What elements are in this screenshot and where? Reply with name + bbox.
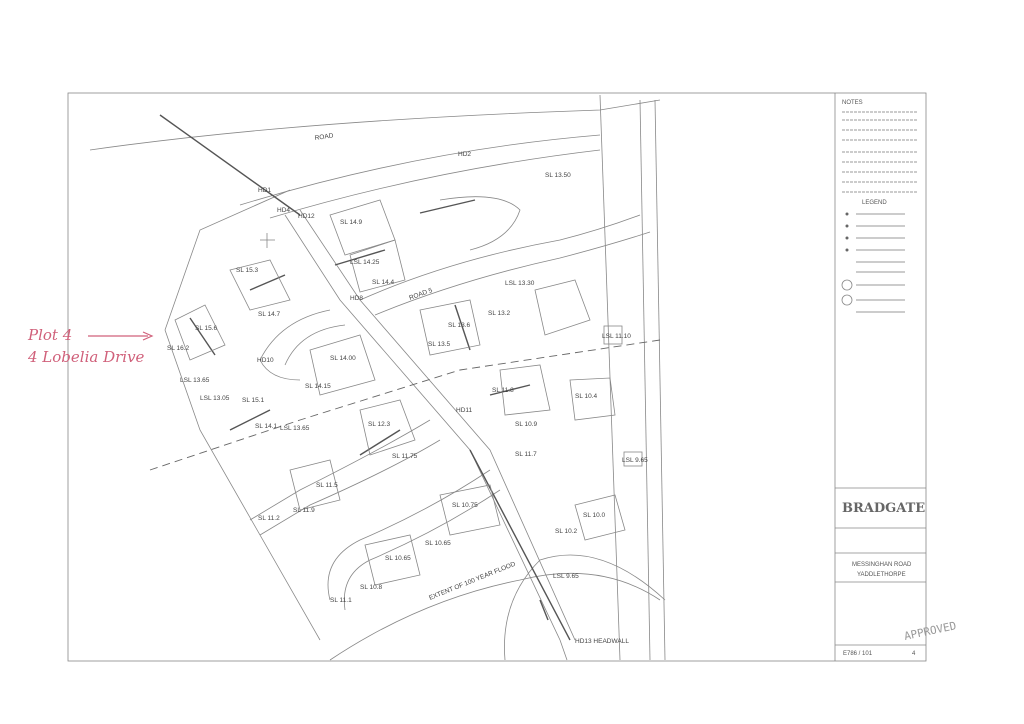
level-label: LSL 11.10 [602,333,631,340]
level-label: SL 14.15 [305,383,331,390]
manhole-label: HD12 [298,213,315,220]
level-label: SL 11.8 [492,387,514,394]
level-label: SL 11.5 [316,482,338,489]
approval-stamp: APPROVED [903,619,958,643]
level-label: SL 11.9 [293,507,315,514]
plot-boundaries [149,199,661,586]
legend-heading: LEGEND [862,200,887,206]
level-label: LSL 13.05 [200,395,230,402]
level-label: SL 11.7 [515,451,537,458]
level-label: SL 15.6 [195,325,218,332]
drawing-border [67,92,927,662]
drawing-number: E786 / 101 [843,651,873,657]
level-label: SL 14.1 [255,423,278,430]
level-label: SL 10.65 [385,555,411,562]
level-label: LSL 9.65 [622,457,648,464]
level-label: SL 10.0 [583,512,606,519]
level-label: SL 13.50 [545,172,571,179]
level-label: SL 15.3 [236,267,259,274]
level-label: SL 13.6 [448,322,471,329]
manhole-label: HD8 [350,295,363,302]
level-label: SL 10.65 [425,540,451,547]
level-label: SL 11.75 [392,453,418,460]
level-label: SL 13.5 [428,341,451,348]
level-label: LSL 13.65 [280,425,310,432]
level-label: SL 10.4 [575,393,598,400]
notes-heading: NOTES [842,100,863,106]
road-label: ROAD 5 [408,287,433,302]
legend-entries [841,212,905,313]
level-label: LSL 9.65 [553,573,579,580]
manhole-label: HD4 [277,207,290,214]
level-label: SL 14.7 [258,311,281,318]
revision-number: 4 [912,651,916,657]
headwall-label: HD13 HEADWALL [575,638,629,645]
level-label: SL 14.9 [340,219,363,226]
level-label: LSL 13.30 [505,280,535,287]
site-name-line2: YADDLETHORPE [857,572,906,578]
level-label: SL 14.4 [372,279,395,286]
title-block: NOTES LEGEND BRADGATE MESSI [835,100,957,657]
drain-runs [159,114,571,641]
level-label: SL 16.2 [167,345,190,352]
manhole-label: HD10 [257,357,274,364]
annotation-address: 4 Lobelia Drive [27,348,145,366]
manhole-label: HD1 [258,187,271,194]
manhole-labels: HD1 HD2 HD4 HD12 HD8 HD10 HD11 [257,151,473,414]
level-label: LSL 14.25 [350,259,380,266]
arrow-head-icon [142,331,154,341]
level-label: SL 12.3 [368,421,391,428]
manhole-label: HD2 [458,151,471,158]
level-label: SL 10.8 [360,584,383,591]
level-labels: SL 15.3 SL 15.6 SL 16.2 SL 14.7 LSL 13.6… [167,172,648,604]
site-name-line1: MESSINGHAN ROAD [852,562,912,568]
road-label: ROAD [314,132,334,142]
level-label: SL 11.2 [258,515,280,522]
level-label: SL 15.1 [242,397,265,404]
road-network [89,94,666,661]
notes-text [842,111,918,193]
level-label: SL 13.2 [488,310,511,317]
level-label: LSL 13.65 [180,377,210,384]
level-label: SL 10.2 [555,528,578,535]
handwritten-annotation: Plot 4 4 Lobelia Drive [27,326,154,366]
company-logo: BRADGATE [842,501,925,516]
annotation-plot: Plot 4 [27,326,72,344]
manhole-label: HD11 [456,407,473,414]
level-label: SL 11.1 [330,597,352,604]
flood-extent-label: EXTENT OF 100 YEAR FLOOD [428,561,517,602]
level-label: SL 10.9 [515,421,538,428]
level-label: SL 14.00 [330,355,356,362]
level-label: SL 10.75 [452,502,478,509]
